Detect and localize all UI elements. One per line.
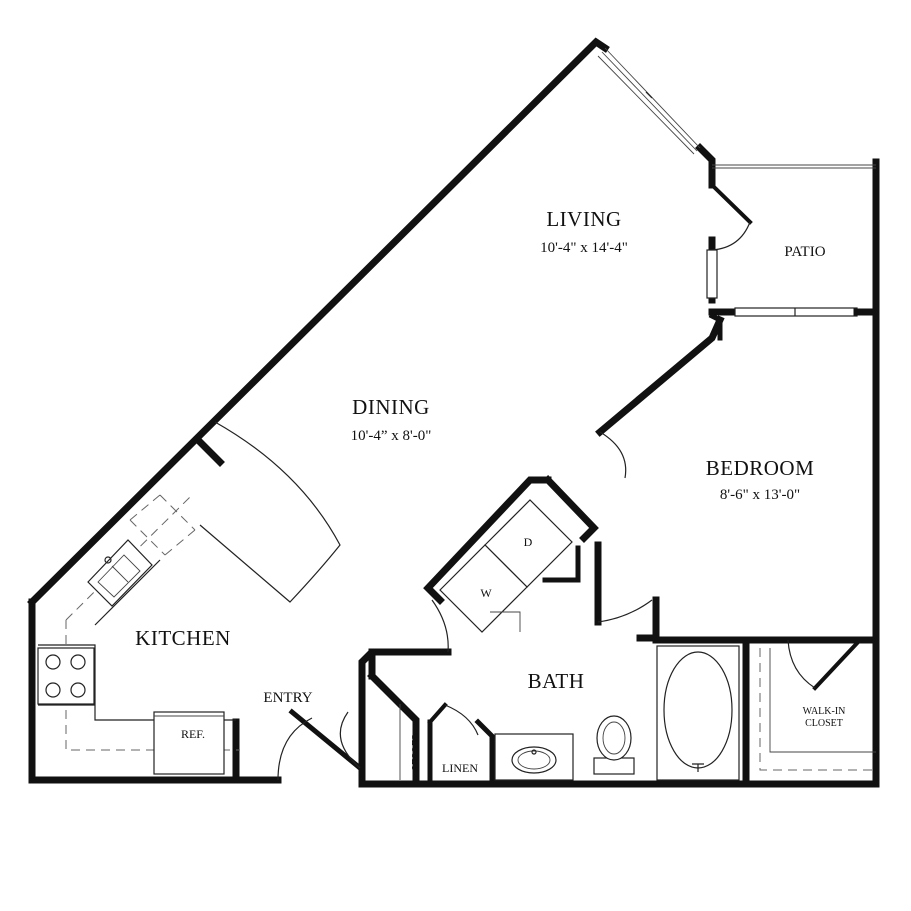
interior-walls <box>193 312 880 788</box>
kitchen-label: KITCHEN <box>135 626 231 650</box>
living-window <box>597 47 701 155</box>
bedroom-label: BEDROOM <box>706 456 815 480</box>
kitchen-counters <box>37 421 341 775</box>
walk-in-closet-label-line2: CLOSET <box>805 718 843 729</box>
room-labels: LIVING 10'-4" x 14'-4" DINING 10'-4” x 8… <box>135 207 845 775</box>
patio-label: PATIO <box>784 244 825 260</box>
refrigerator-label: REF. <box>181 727 205 741</box>
bath-fixtures <box>399 645 876 781</box>
entry-label: ENTRY <box>263 690 312 706</box>
bath-label: BATH <box>528 669 585 693</box>
living-dims: 10'-4" x 14'-4" <box>540 240 628 256</box>
dining-dims: 10'-4” x 8'-0" <box>351 428 432 444</box>
bedroom-dims: 8'-6" x 13'-0" <box>720 487 800 503</box>
laundry <box>439 499 573 633</box>
dryer-label: D <box>524 535 533 549</box>
dining-label: DINING <box>352 395 430 419</box>
linen-label: LINEN <box>442 761 478 775</box>
walk-in-closet-label-line1: WALK-IN <box>803 706 846 717</box>
living-label: LIVING <box>546 207 621 231</box>
patio <box>706 164 880 317</box>
washer-label: W <box>480 586 492 600</box>
closet-label: CLOSET <box>409 733 420 771</box>
exterior-walls <box>27 37 880 788</box>
